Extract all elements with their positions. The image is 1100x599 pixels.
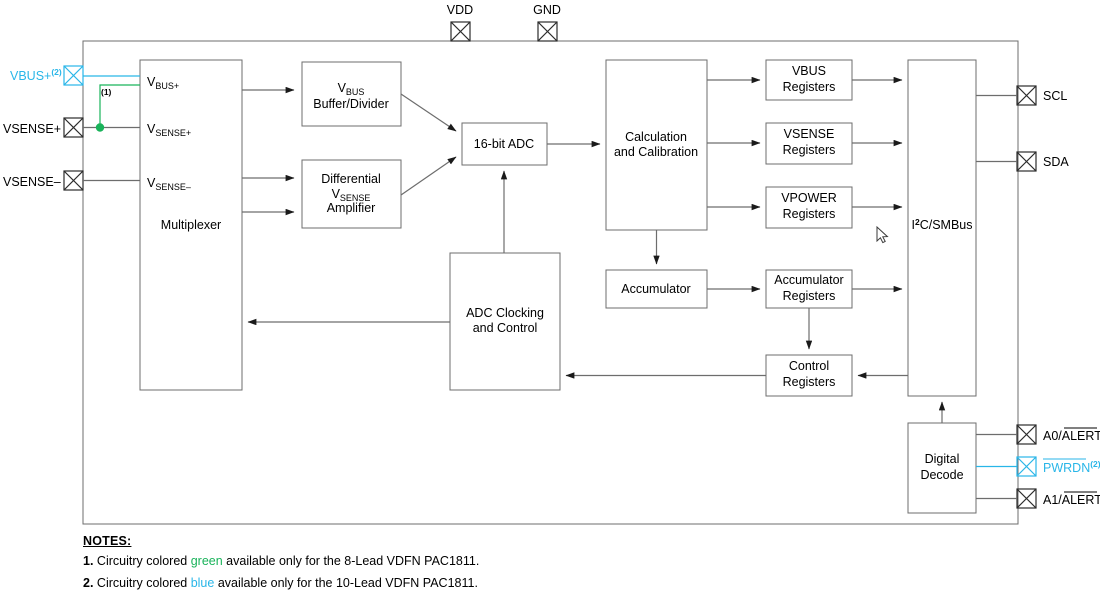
svg-text:Accumulator: Accumulator	[774, 273, 843, 287]
note-2-number: 2.	[83, 575, 94, 590]
notes-title: NOTES:	[83, 534, 132, 548]
svg-text:A1/ALERT: A1/ALERT	[1043, 493, 1100, 507]
label-multiplexer: Multiplexer	[161, 218, 221, 232]
svg-text:Buffer/Divider: Buffer/Divider	[313, 97, 389, 111]
svg-text:Digital: Digital	[925, 452, 960, 466]
mux-port-vsense-plus: VSENSE+	[147, 122, 191, 138]
label-vsense-registers: VSENSE Registers	[783, 127, 836, 157]
block-multiplexer	[139, 59, 243, 391]
svg-text:Registers: Registers	[783, 143, 836, 157]
pin-gnd	[537, 21, 558, 42]
svg-text:and Calibration: and Calibration	[614, 145, 698, 159]
label-scl: SCL	[1043, 89, 1067, 103]
note-1-pre: Circuitry colored	[96, 554, 191, 568]
label-pwrdn: PWRDN(2)	[1043, 458, 1100, 475]
svg-text:Decode: Decode	[920, 468, 963, 482]
svg-text:Registers: Registers	[783, 207, 836, 221]
note-item-1: 1. Circuitry colored green available onl…	[83, 554, 983, 570]
note-item-2: 2. Circuitry colored blue available only…	[83, 576, 983, 592]
svg-text:Registers: Registers	[783, 80, 836, 94]
label-digital-decode: Digital Decode	[920, 452, 963, 482]
svg-text:Control: Control	[789, 359, 829, 373]
block-differential-vsense-amplifier	[301, 159, 402, 229]
wire-diffamp-to-adc	[400, 156, 457, 196]
pin-sda	[1016, 151, 1037, 172]
wire-green-note1	[99, 84, 140, 128]
label-adc-clocking-and-control: ADC Clocking and Control	[466, 306, 544, 335]
pin-a0-alert	[1016, 424, 1037, 445]
label-vdd: VDD	[447, 3, 473, 17]
pin-vdd	[450, 21, 471, 42]
block-vbus-registers	[765, 59, 853, 101]
label-note-marker-1: (1)	[101, 87, 112, 97]
svg-text:and Control: and Control	[473, 321, 538, 335]
svg-text:PWRDN(2): PWRDN(2)	[1043, 459, 1100, 475]
block-adc-clocking-and-control	[449, 252, 561, 391]
label-gnd: GND	[533, 3, 561, 17]
svg-text:VPOWER: VPOWER	[781, 191, 837, 205]
note-1-number: 1.	[83, 554, 94, 568]
mux-port-vbus-plus: VBUS+	[147, 75, 179, 91]
note-2-pre: Circuitry colored	[96, 575, 191, 590]
label-a0-alert: A0/ALERT	[1043, 427, 1100, 443]
label-accumulator-registers: Accumulator Registers	[774, 273, 843, 303]
svg-text:VSENSE: VSENSE	[784, 127, 835, 141]
block-i2c-smbus	[907, 59, 977, 397]
label-vbus-buffer-divider: VBUS Buffer/Divider	[313, 81, 389, 111]
block-accumulator	[605, 269, 708, 309]
block-control-registers	[765, 354, 853, 397]
block-vsense-registers	[765, 122, 853, 165]
note-1-colored-word: green	[190, 554, 223, 568]
label-vpower-registers: VPOWER Registers	[781, 191, 837, 221]
label-vsense-minus: VSENSE–	[3, 175, 61, 189]
label-vbus-registers: VBUS Registers	[783, 64, 836, 94]
label-differential-vsense-amplifier: Differential VSENSE Amplifier	[321, 172, 381, 215]
a0-alert-overline-text: ALERT	[1062, 429, 1100, 443]
pin-pwrdn	[1016, 456, 1037, 477]
svg-text:VSENSE: VSENSE	[332, 187, 371, 203]
svg-text:Registers: Registers	[783, 375, 836, 389]
svg-text:Calculation: Calculation	[625, 130, 687, 144]
notes-section: NOTES: 1. Circuitry colored green availa…	[83, 534, 983, 597]
svg-text:Registers: Registers	[783, 289, 836, 303]
block-calculation-and-calibration	[605, 59, 708, 231]
svg-text:VBUS: VBUS	[338, 81, 365, 97]
label-vbus-plus: VBUS+(2)	[10, 67, 62, 83]
svg-text:Amplifier: Amplifier	[327, 201, 376, 215]
svg-text:VBUS: VBUS	[792, 64, 826, 78]
mouse-cursor	[876, 225, 889, 244]
a1-alert-overline-text: ALERT	[1062, 493, 1100, 507]
block-vpower-registers	[765, 186, 853, 229]
block-adc	[461, 122, 548, 166]
block-vbus-buffer-divider	[301, 61, 402, 127]
svg-text:Differential: Differential	[321, 172, 381, 186]
pin-scl	[1016, 85, 1037, 106]
label-accumulator: Accumulator	[621, 282, 690, 296]
junction-dot-green	[95, 123, 105, 132]
label-vsense-plus: VSENSE+	[3, 122, 61, 136]
mux-port-vsense-minus: VSENSE–	[147, 176, 191, 192]
svg-text:ADC Clocking: ADC Clocking	[466, 306, 544, 320]
label-sda: SDA	[1043, 155, 1069, 169]
wire-vbusbuffer-to-adc	[400, 93, 457, 132]
label-adc: 16-bit ADC	[474, 137, 534, 151]
pin-a1-alert	[1016, 488, 1037, 509]
note-2-post: available only for the 10-Lead VDFN PAC1…	[214, 575, 478, 590]
pin-vbus-plus	[63, 65, 84, 86]
pin-vsense-plus	[63, 117, 84, 138]
label-i2c-smbus: I2C/SMBus	[911, 217, 972, 232]
pin-vsense-minus	[63, 170, 84, 191]
label-control-registers: Control Registers	[783, 359, 836, 389]
label-calculation-and-calibration: Calculation and Calibration	[614, 130, 698, 159]
block-accumulator-registers	[765, 269, 853, 309]
svg-text:A0/ALERT: A0/ALERT	[1043, 429, 1100, 443]
note-1-post: available only for the 8-Lead VDFN PAC18…	[222, 554, 480, 568]
label-a1-alert: A1/ALERT	[1043, 491, 1100, 507]
note-2-colored-word: blue	[190, 575, 215, 590]
